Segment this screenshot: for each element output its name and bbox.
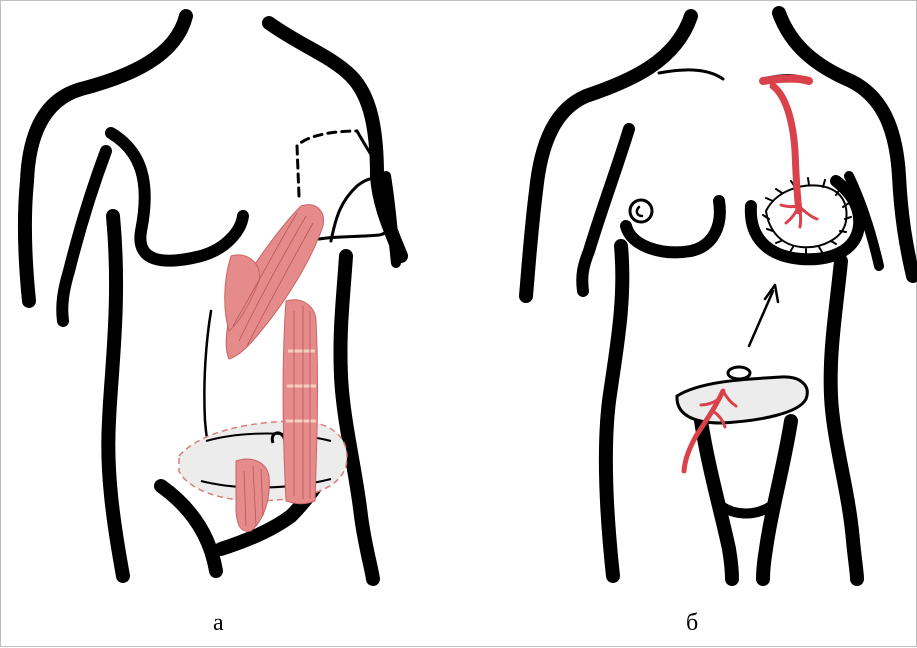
panel-b-left-torso [606,246,623,576]
panel-a-right-torso [340,256,373,579]
panel-a-dashed-breast [297,131,357,196]
panel-b-transfer-arrow-line [749,291,773,346]
panel-b-legs-right [763,421,791,579]
panel-a-left-breast [111,133,243,261]
panel-a-left-inner-arm [62,151,106,321]
panel-a-left-torso [108,216,123,576]
panel-b-legs [701,421,732,579]
panel-a-lower-muscle [236,459,269,531]
panel-b-umbilicus [728,367,750,379]
panel-a-rectus-muscle [283,300,318,504]
panel-b-right-torso [831,261,857,579]
panel-b-left-breast [626,201,720,252]
panel-b-left-nipple [630,200,652,222]
panel-b-suture-line [766,185,847,247]
panel-a-hip [161,486,216,571]
panel-b-figure [526,13,913,579]
panel-b-crotch [721,506,771,514]
panel-a-caption: а [213,611,224,635]
panel-b-caption: б [686,611,698,635]
panel-b-left-clavicle [659,70,723,79]
panel-b-right-shoulder [779,13,913,276]
